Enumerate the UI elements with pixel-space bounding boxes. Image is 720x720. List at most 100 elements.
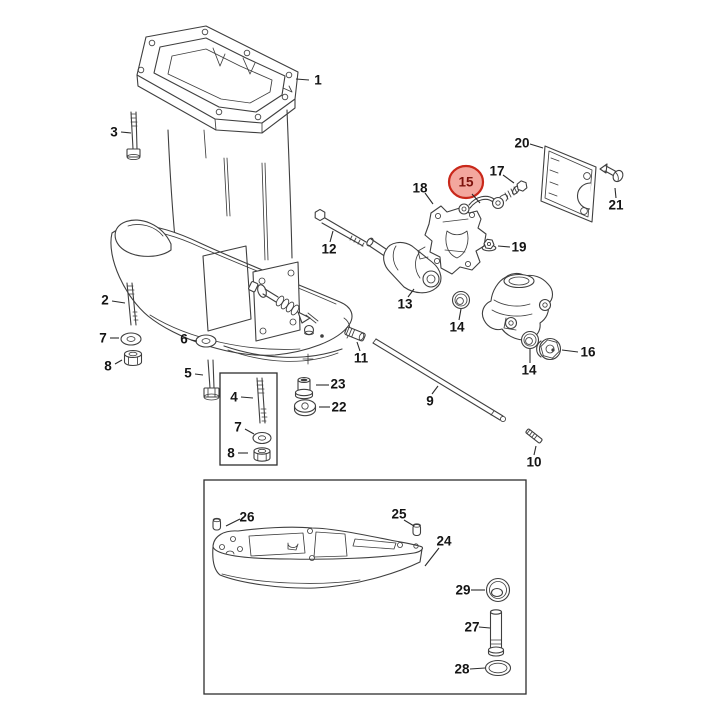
mount-housing	[481, 272, 554, 341]
callout-22[interactable]: 22	[319, 400, 347, 415]
washer-14b	[520, 330, 540, 350]
callout-number: 10	[526, 455, 541, 470]
callout-number: 6	[180, 332, 188, 347]
nut-19	[481, 238, 497, 252]
leader-line	[529, 143, 544, 149]
fitting-11	[344, 326, 366, 342]
callout-23[interactable]: 23	[316, 377, 346, 392]
washer-22	[293, 399, 317, 417]
callout-7[interactable]: 7	[99, 331, 119, 346]
callout-3[interactable]: 3	[110, 125, 132, 140]
callout-number: 22	[331, 400, 346, 415]
highlight-ellipse	[447, 164, 485, 200]
bolt-3	[126, 111, 141, 161]
washer-14a	[451, 290, 471, 310]
o-ring-28	[484, 659, 512, 677]
callout-number: 21	[608, 198, 624, 213]
stud-10	[525, 428, 543, 444]
callout-14[interactable]: 14	[449, 308, 465, 335]
leader-line	[424, 192, 434, 205]
callout-8[interactable]: 8	[104, 359, 123, 374]
leader-line	[403, 519, 415, 527]
callout-number: 8	[227, 446, 235, 461]
callout-number: 27	[464, 620, 479, 635]
mount-13	[366, 237, 442, 294]
callout-29[interactable]: 29	[455, 583, 485, 598]
leader-line	[194, 373, 204, 376]
leader-line	[614, 187, 617, 199]
leader-line	[458, 308, 462, 321]
callout-19[interactable]: 19	[497, 240, 527, 255]
callout-number: 12	[321, 242, 336, 257]
callout-number: 2	[101, 293, 109, 308]
washer-7b	[252, 431, 272, 445]
callout-7[interactable]: 7	[234, 420, 255, 435]
callout-12[interactable]: 12	[321, 230, 337, 257]
leader-line	[469, 667, 486, 670]
callout-13[interactable]: 13	[397, 288, 415, 312]
callout-28[interactable]: 28	[454, 662, 486, 677]
callout-17[interactable]: 17	[489, 164, 515, 184]
callout-number: 18	[412, 181, 428, 196]
bolt-17	[504, 180, 528, 200]
left-fasteners	[120, 111, 317, 417]
callout-11[interactable]: 11	[354, 341, 369, 366]
callout-number: 8	[104, 359, 112, 374]
callout-1[interactable]: 1	[295, 73, 322, 88]
callout-6[interactable]: 6	[180, 332, 198, 347]
callout-number: 9	[426, 394, 434, 409]
callout-25[interactable]: 25	[391, 507, 415, 527]
callout-27[interactable]: 27	[464, 620, 491, 635]
bushing-23	[294, 376, 314, 400]
callout-number: 7	[99, 331, 107, 346]
callout-number: 5	[184, 366, 192, 381]
callout-number: 1	[314, 73, 322, 88]
screw-21	[599, 163, 624, 183]
leader-line	[471, 193, 481, 204]
stud-kit-box	[219, 372, 278, 466]
callout-10[interactable]: 10	[526, 445, 542, 470]
leader-line	[431, 385, 439, 395]
leader-line	[114, 359, 123, 365]
cap-29	[485, 577, 511, 603]
leader-line	[120, 131, 132, 134]
callout-18[interactable]: 18	[412, 181, 434, 205]
callout-number: 15	[458, 175, 474, 190]
pin-26	[212, 517, 222, 531]
leader-line	[244, 428, 255, 435]
callout-number: 4	[230, 390, 238, 405]
leader-line	[424, 547, 440, 567]
callout-9[interactable]: 9	[426, 385, 439, 409]
callout-number: 16	[580, 345, 596, 360]
callout-16[interactable]: 16	[561, 345, 596, 360]
callout-number: 19	[511, 240, 526, 255]
washer-7a	[120, 332, 142, 346]
callout-24[interactable]: 24	[424, 534, 452, 567]
callout-26[interactable]: 26	[225, 510, 255, 527]
stud-2	[126, 282, 139, 326]
leader-line	[502, 174, 515, 184]
callout-number: 17	[489, 164, 504, 179]
callout-20[interactable]: 20	[514, 136, 544, 151]
callout-21[interactable]: 21	[608, 187, 624, 213]
bolt-5	[203, 359, 220, 401]
callout-number: 7	[234, 420, 242, 435]
leader-line	[190, 339, 198, 342]
shift-shaft-spring	[248, 281, 324, 338]
callout-8[interactable]: 8	[227, 446, 248, 461]
leader-line	[407, 288, 415, 298]
callout-number: 23	[330, 377, 346, 392]
nut-8a	[123, 349, 143, 367]
callout-number: 13	[397, 297, 413, 312]
callout-4[interactable]: 4	[230, 390, 254, 405]
callout-14[interactable]: 14	[521, 349, 537, 378]
callout-2[interactable]: 2	[101, 293, 126, 308]
callout-15-highlighted[interactable]: 15	[447, 164, 485, 204]
callout-number: 14	[521, 363, 537, 378]
callout-5[interactable]: 5	[184, 366, 204, 381]
plate-20	[540, 145, 597, 223]
leader-line	[478, 626, 491, 629]
shift-rod-9	[372, 338, 507, 423]
bolt-27	[487, 609, 505, 657]
